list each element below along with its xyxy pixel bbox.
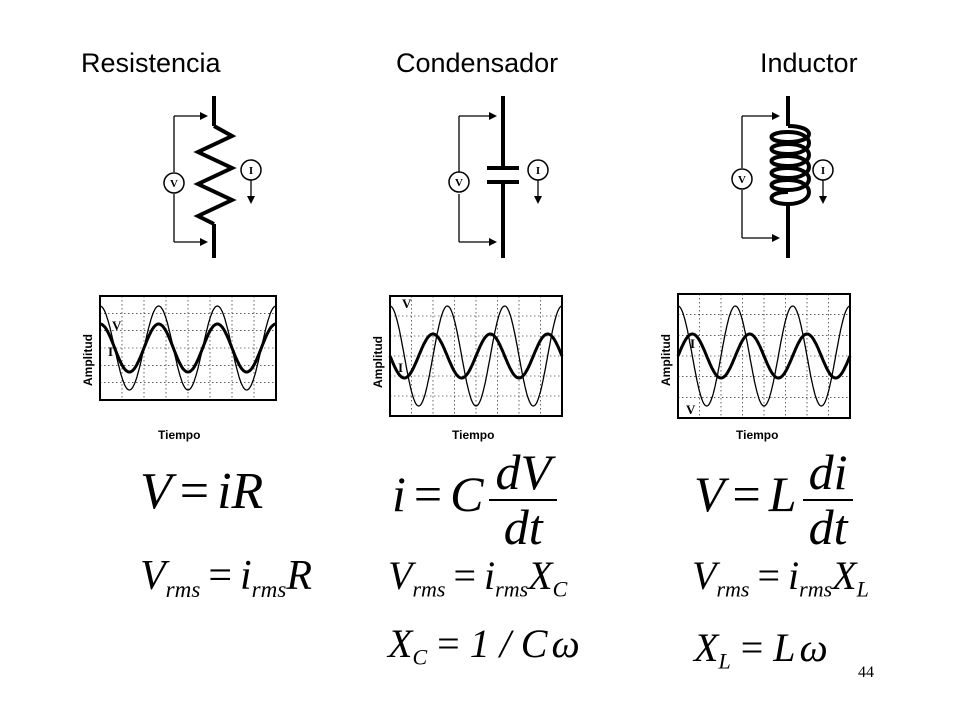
voltmeter-label: V: [455, 177, 463, 189]
title-condensador: Condensador: [396, 48, 559, 78]
voltmeter-label: V: [170, 178, 178, 190]
plot-grid: [99, 295, 277, 401]
wave-label-b: V: [686, 402, 696, 417]
ammeter-label: I: [821, 165, 825, 177]
y-axis-label: Amplitud: [81, 334, 95, 386]
eq-inductor-numerator: di: [802, 446, 854, 501]
voltmeter-icon: [163, 172, 185, 194]
wave-voltage: [99, 305, 277, 391]
eq-rms-condensador: Vrms=irmsXC: [388, 553, 568, 602]
wave-voltage: [389, 305, 563, 407]
inductor-circuit: V I: [731, 96, 834, 258]
ammeter-icon: [527, 159, 549, 181]
wave-label-b: I: [398, 360, 403, 375]
x-axis-label: Tiempo: [736, 428, 778, 442]
voltmeter-icon: [448, 171, 470, 193]
capacitor-symbol: [487, 96, 519, 258]
plot-inductor: I V Amplitud Tiempo: [659, 293, 852, 442]
resistor-symbol: [193, 96, 237, 258]
eq-capacitor-numerator: dV: [489, 446, 558, 501]
plot-condensador: V I Amplitud Tiempo: [371, 295, 564, 442]
voltmeter-icon: [731, 168, 753, 190]
eq-capacitor-denominator: dt: [503, 498, 543, 555]
ammeter-icon: [812, 159, 834, 181]
wave-current: [388, 332, 564, 380]
eq-ohm: V=iR: [140, 463, 264, 520]
resistor-circuit: V I: [163, 96, 262, 258]
voltmeter-label: V: [738, 174, 746, 186]
plot-resistencia: V I Amplitud Tiempo: [81, 295, 277, 442]
capacitor-circuit: V I: [448, 96, 549, 258]
wave-label-a: I: [690, 336, 695, 351]
ammeter-icon: [240, 159, 262, 181]
page-number: 44: [858, 664, 874, 681]
ammeter-label: I: [536, 165, 540, 177]
y-axis-label: Amplitud: [659, 334, 673, 386]
title-inductor: Inductor: [760, 48, 858, 78]
x-axis-label: Tiempo: [452, 428, 494, 442]
wave-label-a: V: [402, 296, 412, 311]
inductor-symbol: [769, 96, 811, 258]
eq-inductor-denominator: dt: [808, 498, 848, 555]
wave-current: [99, 322, 277, 374]
wave-label-a: V: [112, 318, 122, 333]
eq-rms-resistencia: Vrms=irmsR: [140, 553, 312, 603]
voltmeter-wiring: [741, 115, 824, 239]
voltmeter-wiring: [458, 115, 539, 243]
wave-voltage: [677, 305, 851, 407]
title-resistencia: Resistencia: [81, 48, 221, 78]
ammeter-label: I: [249, 165, 253, 177]
wave-current: [676, 332, 852, 380]
wave-label-b: I: [108, 344, 113, 359]
eq-rms-inductor: Vrms=irmsXL: [692, 553, 869, 602]
y-axis-label: Amplitud: [371, 336, 385, 388]
x-axis-label: Tiempo: [158, 428, 200, 442]
